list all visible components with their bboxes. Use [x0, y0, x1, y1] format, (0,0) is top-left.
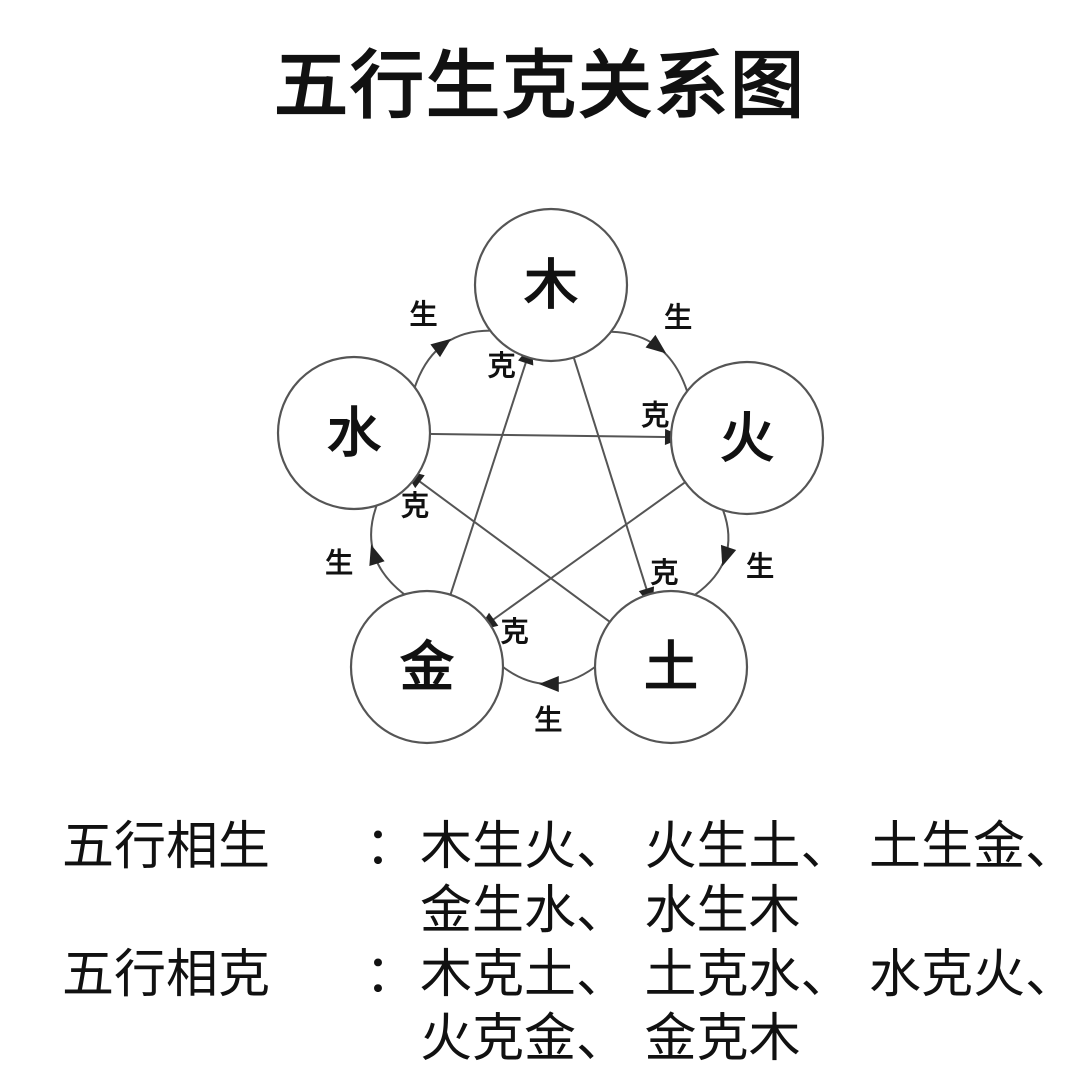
control-label-earth-water: 克 [401, 489, 429, 522]
control-edge-fire-metal [476, 477, 691, 632]
node-fire-circle [669, 360, 825, 516]
generating-label: 五行相生 [62, 817, 271, 877]
generating-text-1: 木生火、 火生土、 土生金、 [420, 817, 1078, 877]
generate-arrow-water-wood [430, 338, 452, 358]
control-edge-metal-wood [447, 343, 533, 601]
generate-arrow-earth-metal [538, 675, 559, 692]
node-water: 水 [276, 355, 432, 511]
generate-label-metal-water: 生 [325, 546, 353, 579]
generate-label-fire-earth: 生 [746, 550, 774, 583]
node-wood-circle [473, 207, 629, 363]
generate-arrow-wood-fire [645, 334, 667, 354]
generate-edge-metal-water [370, 505, 405, 596]
generate-edge-water-wood [413, 329, 491, 388]
node-metal-label: 金 [399, 636, 455, 699]
generate-label-wood-fire: 生 [664, 301, 692, 334]
generate-edge-wood-fire [610, 330, 689, 392]
node-earth-circle [593, 589, 749, 745]
nodes-layer: 木 火 土 金 水 [276, 207, 825, 745]
control-edge-earth-water [403, 469, 616, 627]
node-water-circle [276, 355, 432, 511]
controlling-colon: ： [364, 945, 417, 1005]
control-label-water-fire: 克 [641, 398, 669, 431]
node-fire: 火 [669, 360, 825, 516]
node-wood-label: 木 [524, 254, 578, 317]
node-metal-circle [349, 589, 505, 745]
generate-arrow-fire-earth [720, 544, 737, 567]
node-earth-label: 土 [644, 636, 698, 699]
control-label-metal-wood: 克 [488, 349, 516, 382]
controlling-text-2: 火克金、 金克木 [420, 1009, 801, 1069]
node-water-label: 水 [327, 402, 382, 465]
generate-arrow-metal-water [369, 544, 385, 567]
controlling-line-2: 火克金、 金克木 [62, 1010, 1062, 1068]
control-label-fire-metal: 克 [501, 615, 529, 648]
node-fire-label: 火 [720, 407, 774, 470]
generate-label-water-wood: 生 [410, 298, 438, 331]
control-label-wood-earth: 克 [650, 556, 678, 589]
generating-line-1: 五行相生 ：木生火、 火生土、 土生金、 [62, 817, 1077, 877]
generating-line-2: 金生水、 水生木 [62, 882, 1062, 940]
controlling-label: 五行相克 [62, 945, 271, 1005]
page-title: 五行生克关系图 [274, 43, 806, 129]
control-edge-wood-earth [571, 351, 654, 609]
controlling-text-1: 木克土、 土克水、 水克火、 [420, 945, 1078, 1005]
generate-label-earth-metal: 生 [534, 703, 562, 736]
generating-text-2: 金生水、 水生木 [420, 881, 801, 941]
controlling-line-1: 五行相克 ：木克土、 土克水、 水克火、 [62, 945, 1077, 1005]
control-edge-water-fire [423, 432, 686, 439]
generating-colon: ： [364, 817, 417, 877]
node-wood: 木 [473, 207, 629, 363]
node-earth: 土 [593, 589, 749, 745]
node-metal: 金 [349, 589, 505, 745]
